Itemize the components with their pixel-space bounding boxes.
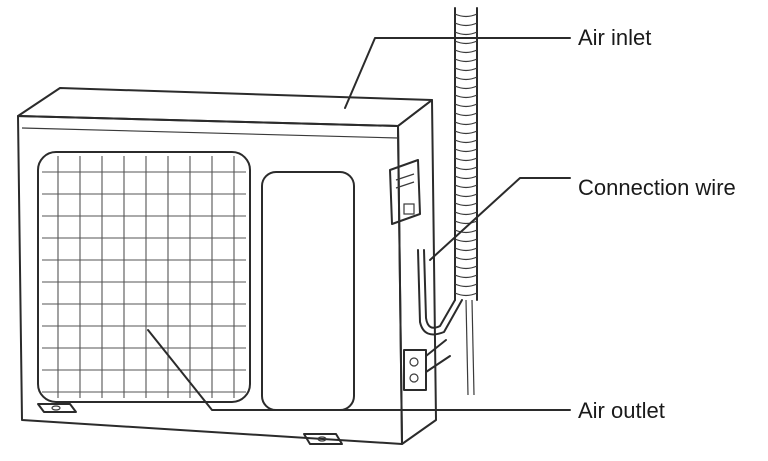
- pipe-conduit: [454, 7, 478, 301]
- connection-wire: [423, 249, 456, 329]
- pipe-ring: [454, 211, 478, 216]
- label-air-outlet: Air outlet: [578, 398, 665, 423]
- front-panel: [261, 171, 355, 411]
- pipe-ring: [454, 175, 478, 180]
- terminal-box: [389, 159, 421, 225]
- pipe-ring: [454, 22, 478, 27]
- pipe-ring: [454, 94, 478, 99]
- pipe-ring: [454, 184, 478, 189]
- pipe-ring: [454, 112, 478, 117]
- pipe-ring: [454, 265, 478, 270]
- label-air-inlet: Air inlet: [578, 25, 652, 50]
- pipe-ring: [454, 76, 478, 81]
- service-valves: [403, 339, 451, 391]
- fan-grille: [37, 151, 251, 403]
- pipe-ring: [454, 121, 478, 126]
- grille-mesh: [42, 156, 246, 398]
- unit-front: [17, 115, 403, 445]
- unit-top: [17, 87, 433, 127]
- pipe-ring: [454, 31, 478, 36]
- pipe-ring: [454, 202, 478, 207]
- pipe-ring: [454, 274, 478, 279]
- pipe-ring: [454, 247, 478, 252]
- pipe-ring: [454, 139, 478, 144]
- drain-hose: [465, 299, 469, 396]
- label-connection-wire: Connection wire: [578, 175, 736, 200]
- pipe-ring: [454, 157, 478, 162]
- pipe-ring: [454, 292, 478, 297]
- pipe-ring: [454, 220, 478, 225]
- pipe-ring: [454, 85, 478, 90]
- pipe-ring: [454, 238, 478, 243]
- leader-air-outlet: [147, 329, 571, 411]
- pipe-ring: [454, 229, 478, 234]
- pipe-ring: [454, 130, 478, 135]
- foot-left: [37, 403, 77, 413]
- foot-right: [303, 433, 343, 445]
- pipe-ring: [454, 103, 478, 108]
- leader-air-inlet: [344, 37, 571, 109]
- pipe-ring: [454, 13, 478, 18]
- leader-connection-wire: [429, 177, 571, 261]
- pipe-ring: [454, 58, 478, 63]
- pipe-ring: [454, 49, 478, 54]
- pipe-ring: [454, 283, 478, 288]
- pipe-ring: [454, 256, 478, 261]
- unit-side: [397, 99, 437, 445]
- pipe-ring: [454, 148, 478, 153]
- pipe-ring: [454, 166, 478, 171]
- pipe-ring: [454, 193, 478, 198]
- pipe-ring: [454, 67, 478, 72]
- pipe-ring: [454, 40, 478, 45]
